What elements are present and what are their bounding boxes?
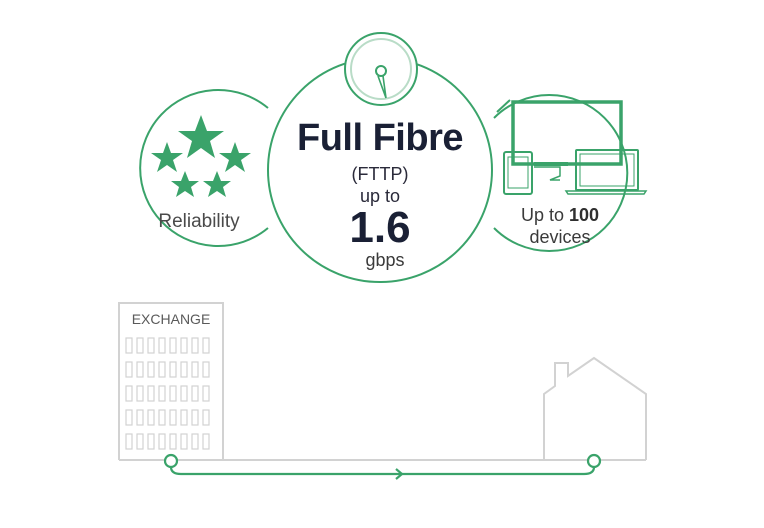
devices-prefix: Up to — [520, 205, 569, 225]
devices-line2: devices — [529, 227, 591, 247]
speed-prefix: up to — [359, 186, 401, 206]
product-subtitle: (FTTP) — [351, 164, 409, 184]
house-icon — [543, 356, 647, 460]
reliability-circle — [139, 89, 269, 247]
product-title: Full Fibre — [297, 117, 464, 159]
speed-gauge-icon — [344, 32, 418, 106]
speed-value: 1.6 — [349, 203, 411, 252]
devices-circle — [493, 94, 629, 252]
devices-line1: Up to 100 — [490, 205, 630, 226]
stars-icon — [151, 115, 251, 197]
exchange-windows — [125, 337, 210, 450]
devices-count: 100 — [568, 205, 600, 225]
exchange-label: EXCHANGE — [131, 311, 211, 327]
reliability-label: Reliability — [158, 211, 240, 232]
arrow-right-icon — [395, 468, 404, 480]
exchange-building — [118, 302, 224, 460]
fibre-connection — [163, 453, 602, 480]
speed-unit: gbps — [365, 250, 405, 270]
devices-icon — [503, 100, 648, 195]
